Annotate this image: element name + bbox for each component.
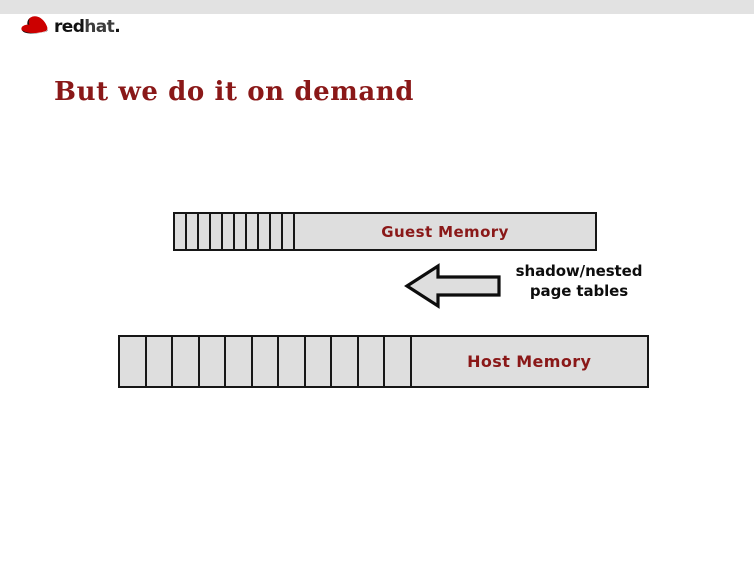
- memory-cell: [120, 337, 147, 386]
- header-band: [0, 0, 754, 14]
- guest-memory-label-area: Guest Memory: [295, 214, 595, 249]
- memory-cell: [173, 337, 200, 386]
- host-memory-cells: [120, 337, 412, 386]
- memory-cell: [279, 337, 306, 386]
- redhat-shadowman-icon: [21, 16, 48, 34]
- memory-cell: [252, 337, 279, 386]
- memory-cell: [226, 337, 253, 386]
- guest-memory-cells: [175, 214, 295, 249]
- memory-cell: [211, 214, 223, 249]
- logo-word-red: red: [54, 16, 85, 37]
- memory-cell: [305, 337, 332, 386]
- memory-cell: [271, 214, 283, 249]
- host-memory-label: Host Memory: [467, 352, 592, 371]
- arrow-caption-line-2: page tables: [529, 281, 629, 300]
- memory-cell: [235, 214, 247, 249]
- guest-memory-label: Guest Memory: [381, 222, 509, 241]
- memory-cell: [223, 214, 235, 249]
- memory-cell: [199, 337, 226, 386]
- memory-cell: [247, 214, 259, 249]
- logo-word-dot: .: [114, 16, 121, 37]
- memory-cell: [259, 214, 271, 249]
- memory-cell: [385, 337, 412, 386]
- host-memory-label-area: Host Memory: [411, 337, 647, 386]
- memory-cell: [175, 214, 187, 249]
- host-memory-bar: Host Memory: [118, 335, 649, 388]
- memory-cell: [332, 337, 359, 386]
- guest-memory-bar: Guest Memory: [173, 212, 597, 251]
- arrow-caption-line-1: shadow/nested: [515, 262, 643, 280]
- memory-cell: [187, 214, 199, 249]
- memory-cell: [146, 337, 173, 386]
- arrow-caption: shadow/nested page tables: [504, 262, 654, 302]
- redhat-logo: redhat.: [21, 13, 121, 39]
- memory-cell: [283, 214, 295, 249]
- redhat-wordmark: redhat.: [54, 16, 121, 37]
- shadow-page-table-arrow: [404, 263, 502, 309]
- page-title: But we do it on demand: [54, 77, 415, 108]
- left-arrow-icon: [404, 263, 501, 309]
- memory-cell: [358, 337, 385, 386]
- memory-cell: [199, 214, 211, 249]
- logo-word-hat: hat: [84, 16, 115, 37]
